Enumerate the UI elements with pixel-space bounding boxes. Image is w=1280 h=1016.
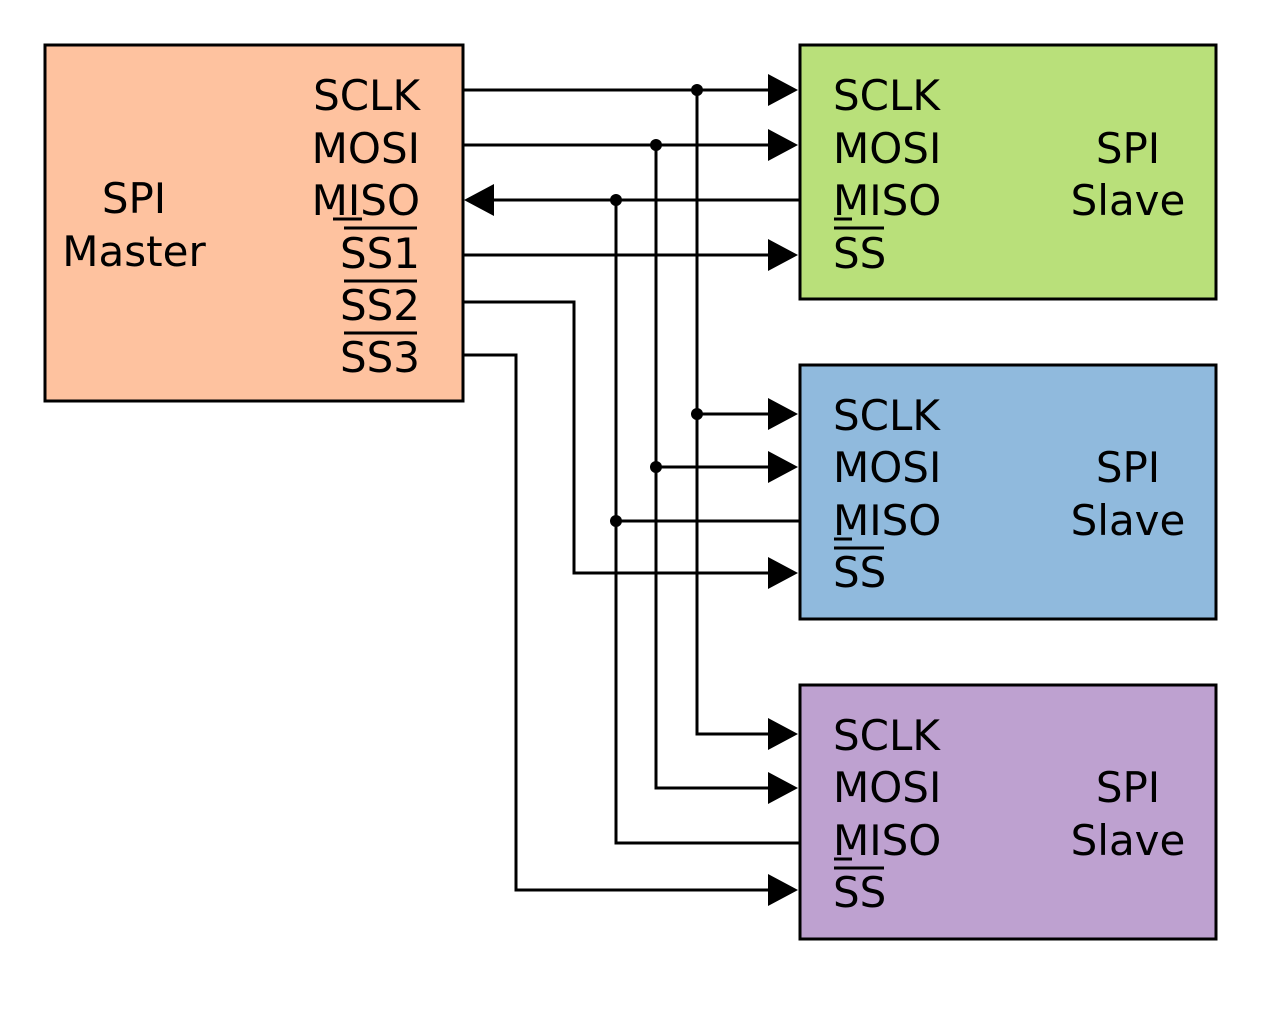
mosi-arrow-slave-2: [768, 451, 798, 483]
mosi-arrow-slave-1: [768, 129, 798, 161]
slave-3-title-line1: SPI: [1096, 763, 1160, 812]
mosi-junction-2: [650, 461, 662, 473]
slave-1-pin-miso: MISO: [833, 176, 941, 225]
miso-junction-1: [610, 194, 622, 206]
ss3-arrow-slave-3: [768, 874, 798, 906]
sclk-bus-wire: [695, 90, 772, 736]
miso-junction-2: [610, 515, 622, 527]
ss2-wire: [463, 300, 772, 575]
sclk-junction-1: [691, 84, 703, 96]
slave-3-title-line2: Slave: [1071, 816, 1186, 865]
slave-3-pin-mosi: MOSI: [833, 763, 941, 812]
master-pin-ss2: SS2: [340, 281, 420, 330]
slave-2-pin-mosi: MOSI: [833, 443, 941, 492]
slave-1-pin-mosi: MOSI: [833, 124, 941, 173]
mosi-bus-wire: [654, 145, 772, 790]
slave-3-pin-ss: SS: [833, 868, 886, 917]
slave-1-title-line2: Slave: [1071, 176, 1186, 225]
mosi-arrow-slave-3: [768, 772, 798, 804]
ss3-wire: [463, 353, 772, 892]
master-pin-mosi: MOSI: [312, 124, 420, 173]
signal-wires: [463, 88, 800, 892]
spi-master-block: SPI Master SCLK MOSI MISO SS1 SS2 SS3: [43, 43, 465, 403]
arrowheads: [464, 74, 798, 906]
spi-slave-1-block: SCLK MOSI MISO SS SPI Slave: [798, 43, 1218, 301]
slave-2-pin-miso: MISO: [833, 496, 941, 545]
slave-2-box: [798, 363, 1218, 621]
sclk-arrow-slave-3: [768, 718, 798, 750]
slave-3-box: [798, 683, 1218, 941]
master-pin-ss3: SS3: [340, 333, 420, 382]
slave-2-pin-ss: SS: [833, 548, 886, 597]
master-pin-sclk: SCLK: [313, 71, 421, 120]
mosi-junction-1: [650, 139, 662, 151]
master-title-line1: SPI: [102, 174, 166, 223]
spi-slave-2-block: SCLK MOSI MISO SS SPI Slave: [798, 363, 1218, 621]
miso-bus-wire: [614, 200, 800, 845]
miso-arrow-master: [464, 184, 494, 216]
ss2-arrow-slave-2: [768, 557, 798, 589]
ss1-arrow-slave-1: [768, 239, 798, 271]
master-box: [43, 43, 465, 403]
slave-1-box: [798, 43, 1218, 301]
slave-2-pin-sclk: SCLK: [833, 391, 941, 440]
slave-1-pin-sclk: SCLK: [833, 71, 941, 120]
master-title-line2: Master: [62, 227, 206, 276]
junction-dots: [610, 84, 703, 527]
spi-slave-3-block: SCLK MOSI MISO SS SPI Slave: [798, 683, 1218, 941]
sclk-junction-2: [691, 408, 703, 420]
slave-2-title-line2: Slave: [1071, 496, 1186, 545]
slave-3-pin-sclk: SCLK: [833, 711, 941, 760]
master-pin-ss1: SS1: [340, 229, 420, 278]
sclk-arrow-slave-1: [768, 74, 798, 106]
sclk-arrow-slave-2: [768, 398, 798, 430]
slave-1-pin-ss: SS: [833, 229, 886, 278]
master-pin-miso: MISO: [312, 176, 420, 225]
slave-3-pin-miso: MISO: [833, 816, 941, 865]
slave-2-title-line1: SPI: [1096, 443, 1160, 492]
slave-1-title-line1: SPI: [1096, 124, 1160, 173]
